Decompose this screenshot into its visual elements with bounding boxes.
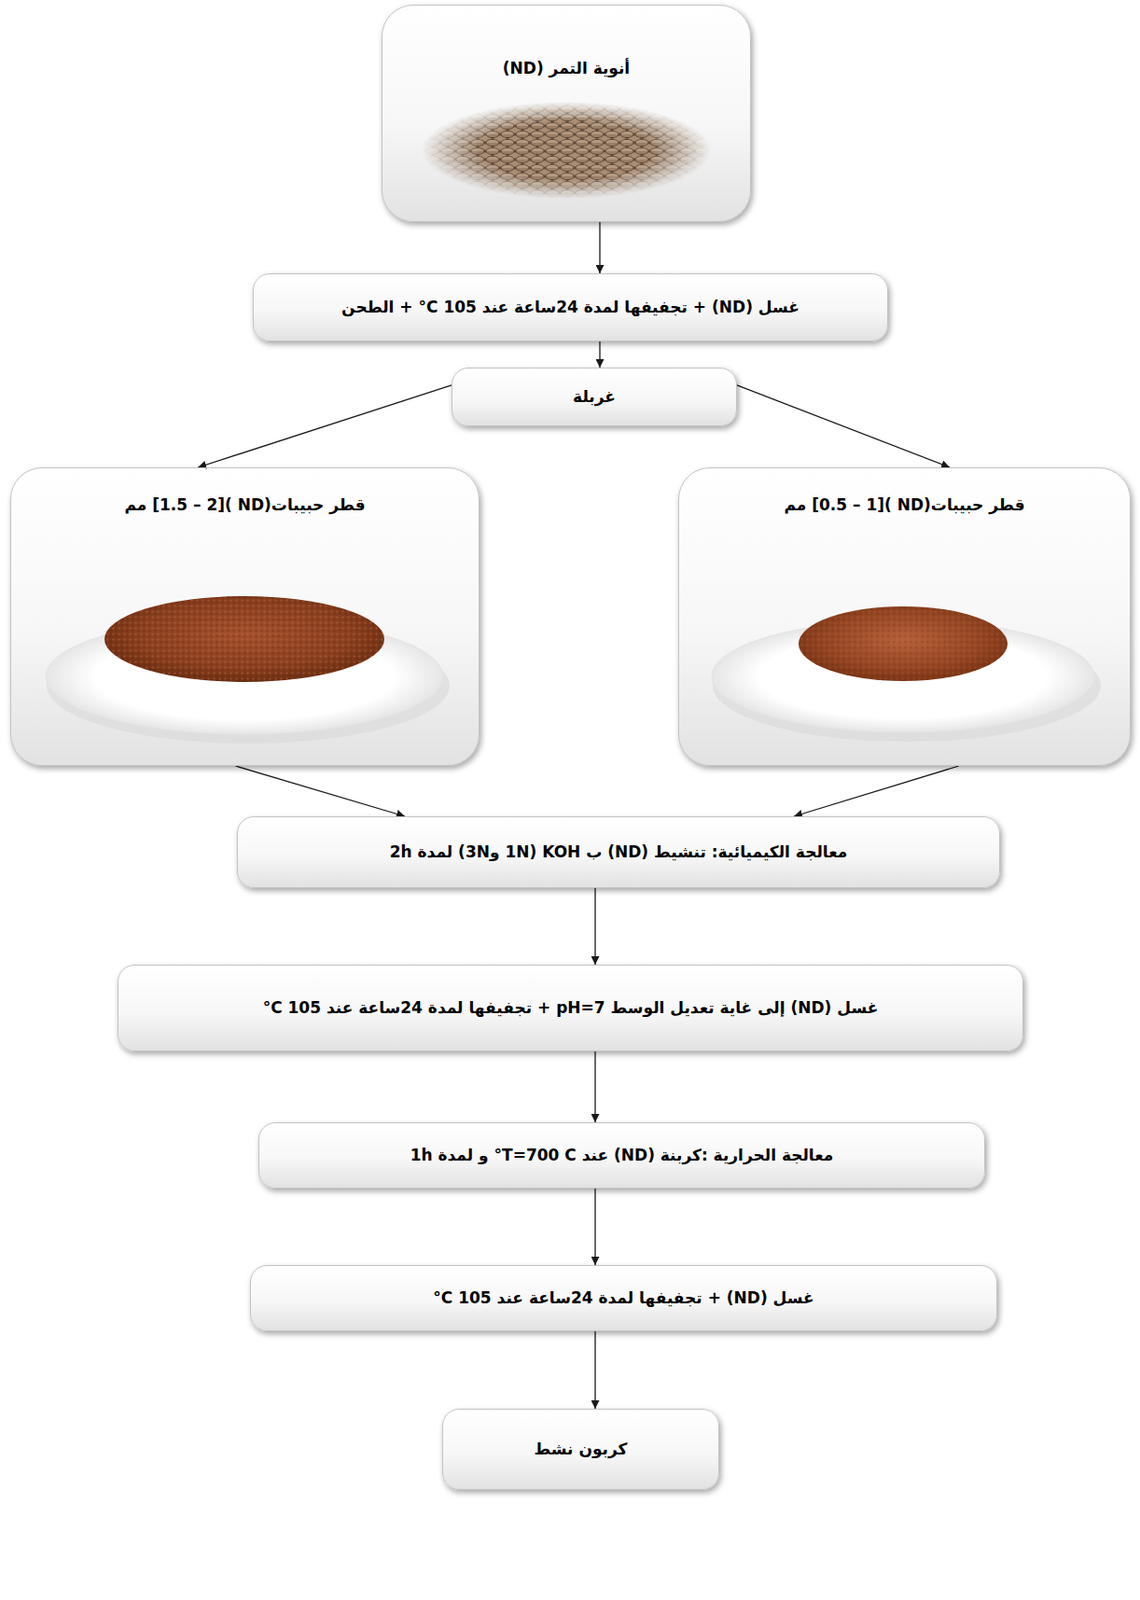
process-box: معالجة الكيميائية: تنشيط (ND) ب KOH (1N … <box>236 816 1001 889</box>
step-text: أنوية التمر (ND) <box>499 57 634 79</box>
source-box: أنوية التمر (ND) <box>381 4 751 223</box>
step-text: غسل (ND) + تجفيفها لمدة 24ساعة عند 105 C… <box>337 296 804 318</box>
step-text: غسل (ND) + تجفيفها لمدة 24ساعة عند 105 C… <box>429 1287 818 1308</box>
step-text: معالجة الكيميائية: تنشيط (ND) ب KOH (1N … <box>386 841 852 862</box>
flow-arrow <box>598 222 600 274</box>
flow-arrow <box>598 341 600 368</box>
flow-arrow <box>197 385 452 468</box>
box-ground <box>678 467 1131 766</box>
fraction-box: قطر حبيبات(ND )[0.5 – 1] مم <box>678 467 1131 766</box>
result-box: كربون نشط <box>442 1408 720 1490</box>
flow-arrow <box>594 1331 596 1409</box>
flow-arrow <box>736 385 950 468</box>
fraction-box: قطر حبيبات(ND )[1.5 – 2] مم <box>10 467 480 766</box>
step-text: معالجة الحرارية :كربنة (ND) عند T=700 C°… <box>406 1144 838 1166</box>
coarse-grain-plate <box>45 596 450 744</box>
flow-arrow <box>235 765 405 817</box>
process-box: غسل (ND) إلى غاية تعديل الوسط pH=7 + تجف… <box>117 964 1024 1052</box>
step-text: قطر حبيبات(ND )[1.5 – 2] مم <box>120 494 369 515</box>
step-text: كربون نشط <box>530 1438 632 1460</box>
step-text: غسل (ND) إلى غاية تعديل الوسط pH=7 + تجف… <box>259 997 883 1018</box>
flow-arrow <box>793 765 960 817</box>
process-box: غسل (ND) + تجفيفها لمدة 24ساعة عند 105 C… <box>252 273 889 342</box>
box-ground <box>381 4 751 223</box>
flow-arrow <box>594 1188 596 1266</box>
flow-arrow <box>594 1051 596 1123</box>
step-text: غربلة <box>569 386 620 407</box>
fine-powder-plate <box>711 606 1101 742</box>
box-ground <box>10 467 480 766</box>
process-box: غربلة <box>451 367 737 427</box>
date-seeds-photo <box>421 101 711 199</box>
step-text: قطر حبيبات(ND )[0.5 – 1] مم <box>779 494 1029 515</box>
process-box: معالجة الحرارية :كربنة (ND) عند T=700 C°… <box>258 1122 986 1189</box>
process-box: غسل (ND) + تجفيفها لمدة 24ساعة عند 105 C… <box>250 1265 998 1332</box>
flow-arrow <box>594 888 596 965</box>
